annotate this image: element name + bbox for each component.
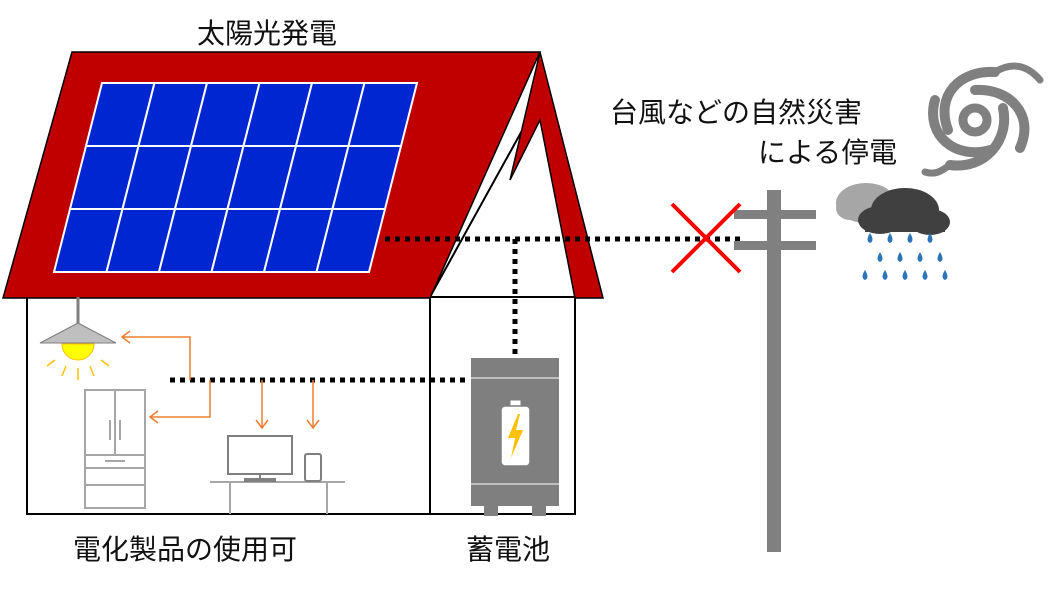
arrow-fridge-head: [148, 410, 159, 424]
raindrop: [942, 270, 948, 280]
utility-pole-icon: [734, 190, 816, 552]
cross-mark-icon: [670, 202, 742, 274]
arrow-to-fridge: [150, 380, 211, 418]
dotted-wiring: [170, 236, 745, 383]
raindrop: [897, 252, 903, 262]
disaster-label-line2: による停電: [758, 136, 898, 169]
battery-icon: [471, 358, 559, 516]
desk: [210, 481, 345, 514]
raindrop: [882, 270, 888, 280]
rain-cloud-icon: [836, 183, 950, 280]
raindrop: [877, 252, 883, 262]
battery-label: 蓄電池: [466, 533, 551, 566]
monitor-icon: [227, 435, 293, 482]
solar-panel-array: [52, 82, 419, 273]
refrigerator-icon: [84, 389, 146, 509]
light-bulb-icon: [39, 297, 117, 380]
raindrop: [927, 233, 933, 243]
arrow-light-head: [120, 330, 131, 344]
appliances-usable-label: 電化製品の使用可: [73, 533, 298, 566]
raindrop: [907, 233, 913, 243]
raindrop: [937, 252, 943, 262]
arrow-to-light: [122, 336, 191, 380]
disaster-label-line1: 台風などの自然災害: [610, 96, 863, 129]
arrow-monitor-head: [255, 419, 269, 430]
raindrop: [917, 252, 923, 262]
arrow-phone-head: [306, 419, 320, 430]
raindrop: [887, 233, 893, 243]
smartphone-icon: [304, 453, 322, 482]
raindrop: [922, 270, 928, 280]
lightning-icon: [508, 414, 523, 458]
raindrop: [862, 270, 868, 280]
raindrop: [902, 270, 908, 280]
raindrop: [867, 233, 873, 243]
power-flow-arrows: [120, 330, 320, 430]
solar-power-label: 太陽光発電: [197, 17, 338, 50]
typhoon-icon: [921, 62, 1044, 177]
solar-cell: [315, 208, 387, 273]
